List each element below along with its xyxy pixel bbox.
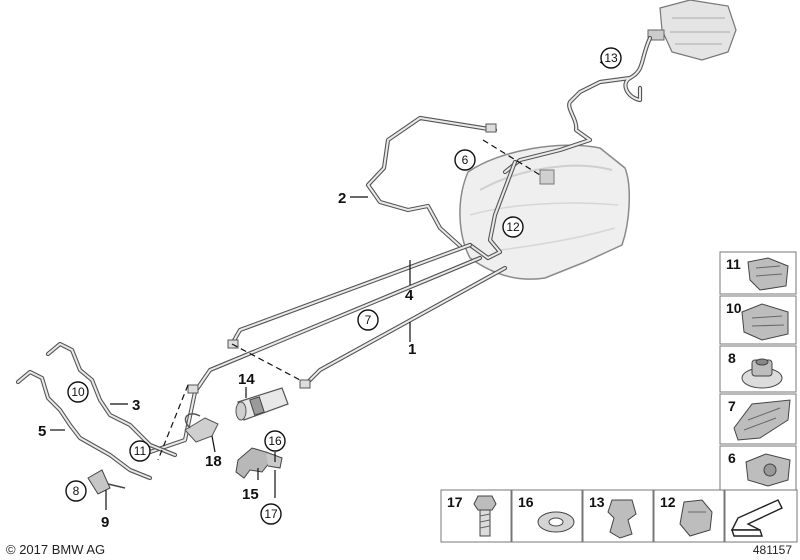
label-15: 15 [242, 486, 259, 503]
footer: © 2017 BMW AG 481157 [6, 542, 792, 557]
label-2: 2 [338, 190, 346, 207]
side-panel-8-label: 8 [728, 350, 736, 366]
fuel-tank[interactable] [459, 144, 631, 280]
bottom-parts-panel: 17 16 13 12 [440, 489, 798, 543]
callouts-circled: 6 7 8 10 11 12 13 16 17 [65, 47, 622, 525]
copyright-text: © 2017 BMW AG [6, 542, 105, 557]
label-4: 4 [405, 287, 414, 304]
label-14: 14 [238, 371, 255, 388]
label-12: 12 [506, 220, 520, 234]
side-panel-10-label: 10 [726, 300, 742, 316]
label-7: 7 [365, 313, 372, 327]
bottom-panel-12-label: 12 [660, 494, 676, 510]
label-3: 3 [132, 397, 140, 414]
label-6: 6 [462, 153, 469, 167]
bottom-panel-17[interactable] [440, 489, 512, 543]
bracket-9[interactable] [87, 469, 126, 495]
label-10: 10 [71, 385, 85, 399]
filler-module[interactable] [647, 0, 737, 61]
diagram-id: 481157 [753, 543, 792, 557]
bottom-panel-13-label: 13 [589, 494, 605, 510]
assembly-dashes [157, 139, 541, 461]
label-1: 1 [408, 341, 416, 358]
label-16: 16 [268, 434, 282, 448]
line-connectors [187, 123, 497, 394]
bottom-panel-17-label: 17 [447, 494, 463, 510]
label-11: 11 [134, 444, 147, 458]
fuel-filter[interactable] [235, 387, 289, 421]
bracket-15[interactable] [235, 447, 283, 479]
label-17: 17 [264, 507, 278, 521]
bottom-panel-16-label: 16 [518, 494, 534, 510]
label-9: 9 [101, 514, 109, 531]
hose-clip-18[interactable] [184, 413, 219, 443]
label-18: 18 [205, 453, 222, 470]
label-13: 13 [604, 51, 618, 65]
side-panel-11-label: 11 [726, 256, 741, 272]
side-panel-6-label: 6 [728, 450, 736, 466]
label-5: 5 [38, 423, 46, 440]
side-panel-7-label: 7 [728, 398, 736, 414]
callouts-bold: 1 2 3 4 5 9 14 15 18 [38, 190, 416, 531]
side-parts-panel: 11 10 8 7 6 [719, 251, 797, 491]
label-8: 8 [73, 484, 80, 498]
